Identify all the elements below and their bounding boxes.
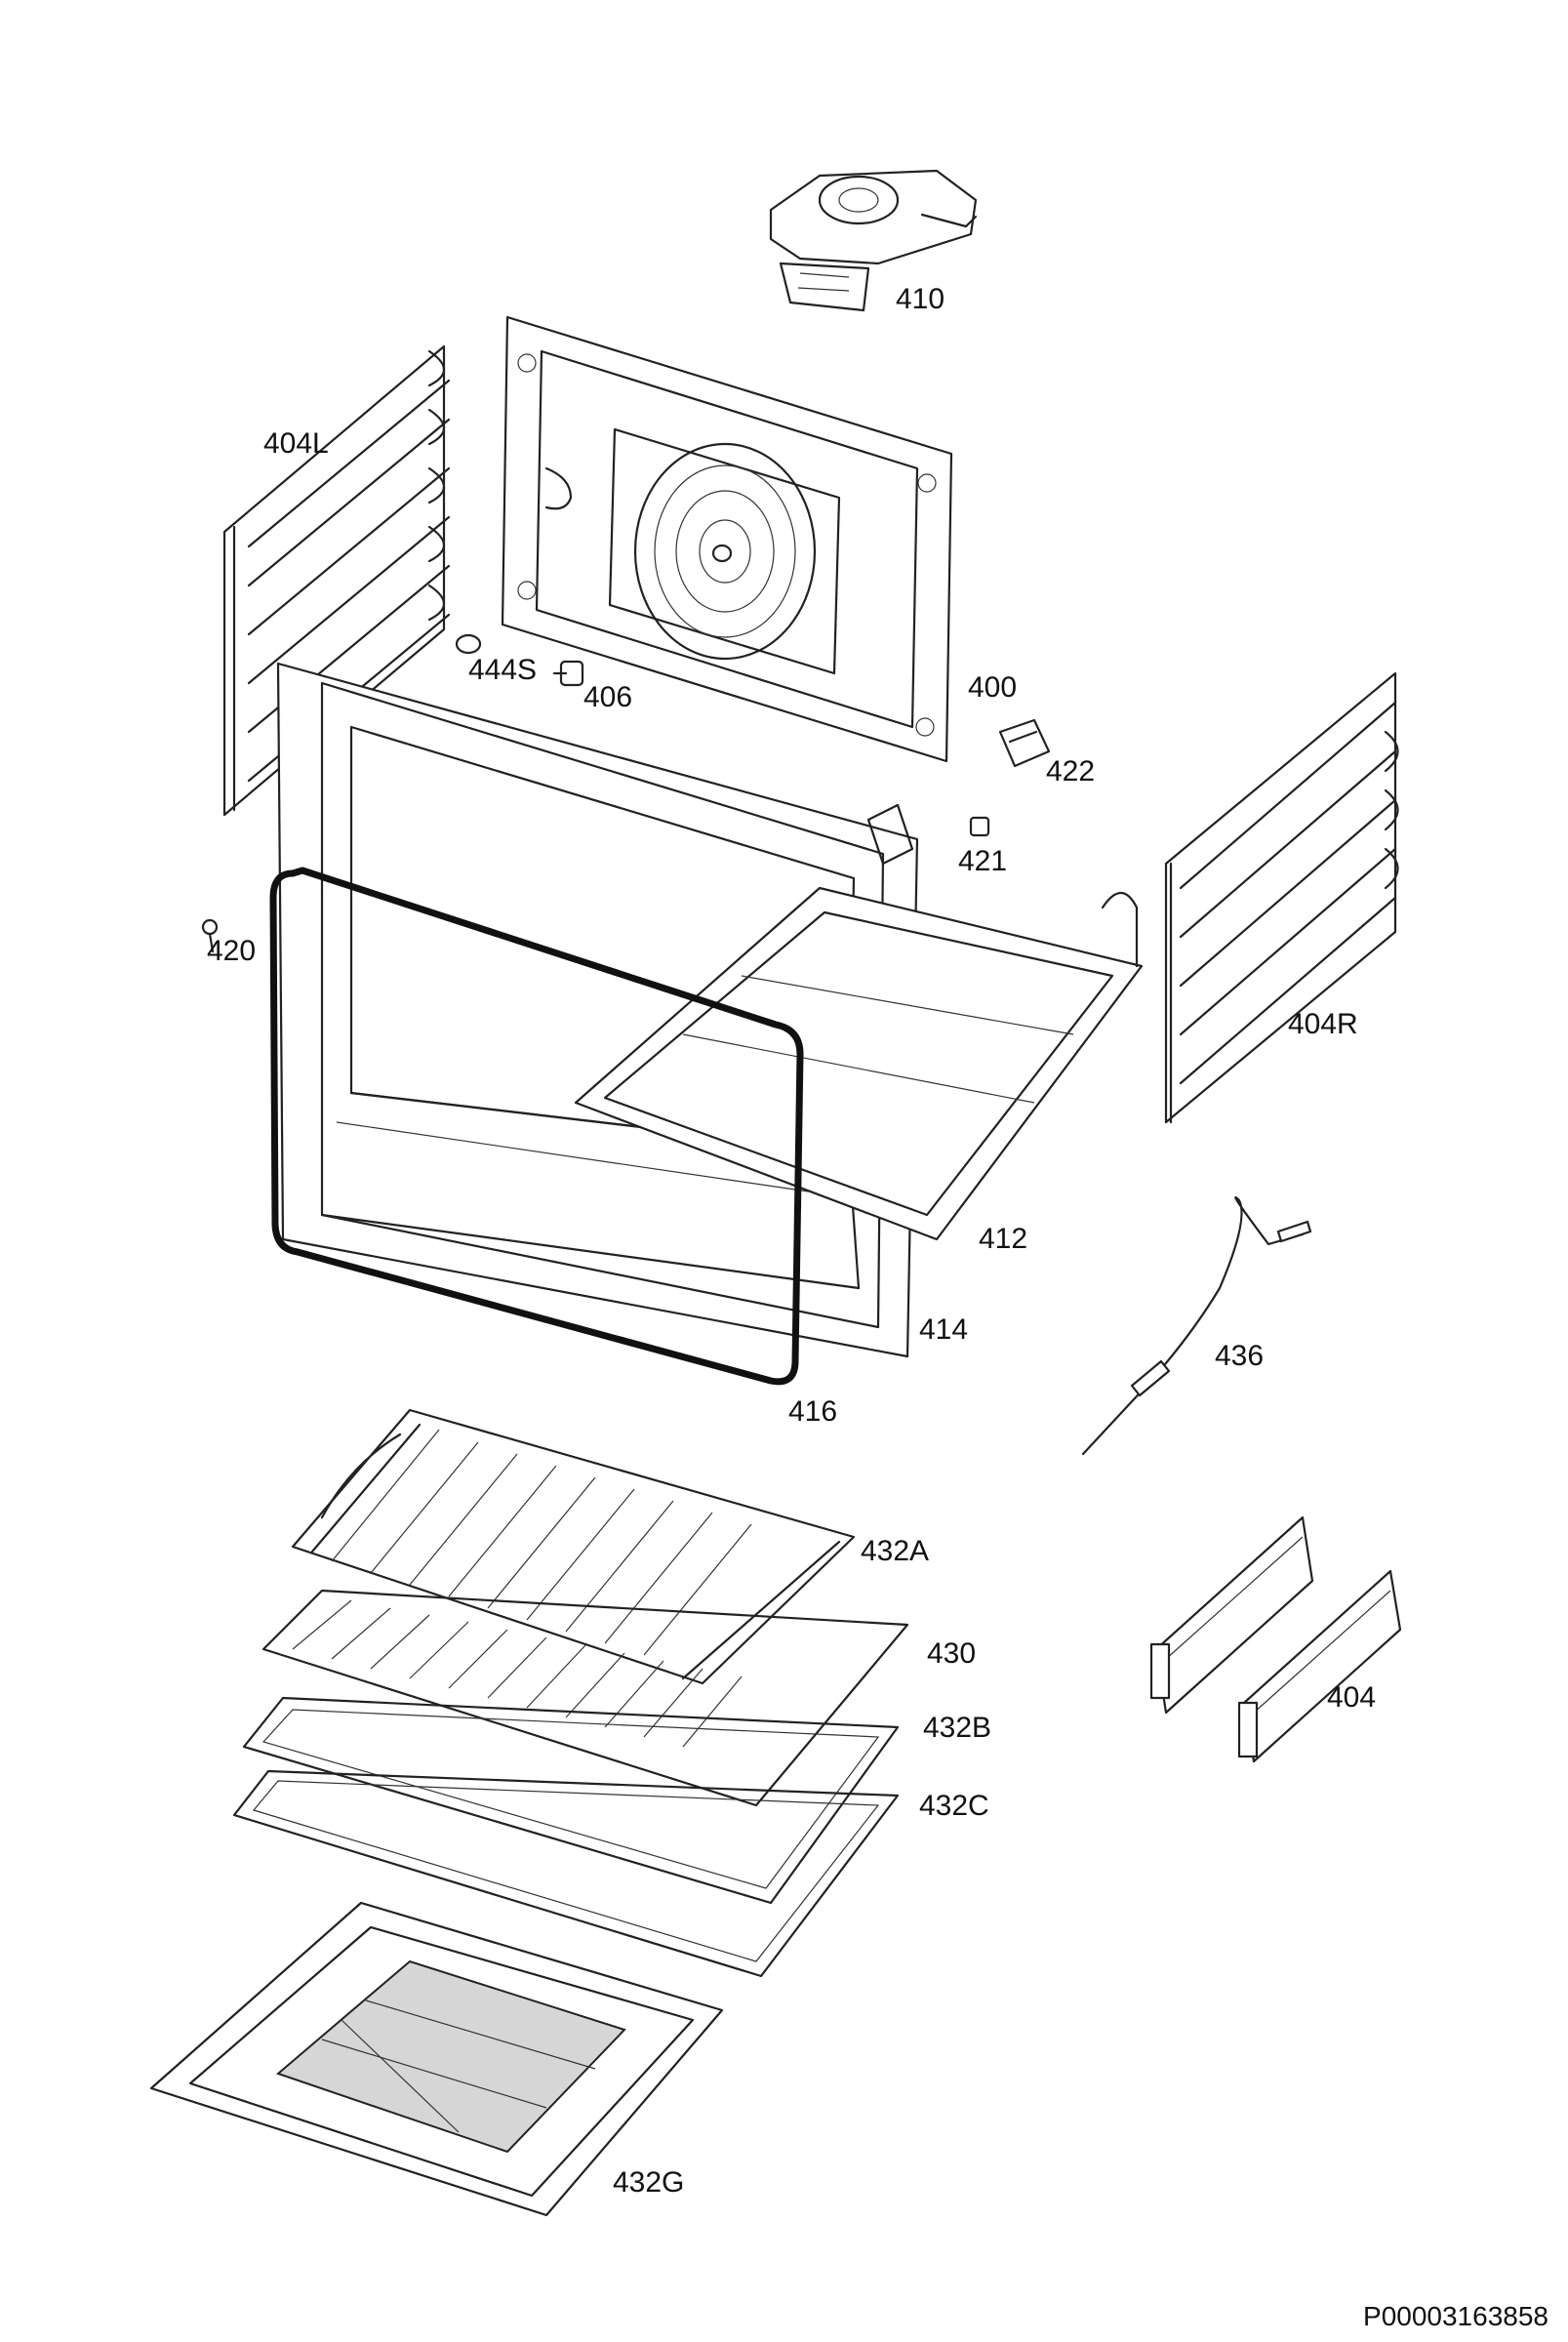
callout-410: 410 xyxy=(896,283,945,315)
lamp-holder-part-422 xyxy=(998,718,1051,768)
door-seal-part-416 xyxy=(269,867,804,1386)
callout-404: 404 xyxy=(1327,1681,1377,1714)
fan-motor-part-410 xyxy=(769,169,978,312)
callout-420: 420 xyxy=(207,935,257,967)
callout-414: 414 xyxy=(919,1313,969,1346)
callout-432A: 432A xyxy=(861,1535,930,1567)
callout-404R: 404R xyxy=(1288,1008,1358,1040)
callout-412: 412 xyxy=(979,1223,1028,1255)
callout-421: 421 xyxy=(958,845,1008,877)
washer-part-444S xyxy=(455,633,482,655)
callout-432G: 432G xyxy=(613,2166,685,2199)
screw-part-420 xyxy=(201,918,219,953)
grill-rack-part-430 xyxy=(261,1589,909,1807)
lamp-knob-part-406 xyxy=(552,660,584,687)
callout-422: 422 xyxy=(1046,755,1096,787)
telescopic-rails-part-404 xyxy=(1149,1515,1402,1763)
oven-floor-part-412 xyxy=(574,886,1144,1241)
document-number: P00003163858 xyxy=(1363,2301,1548,2331)
callout-432C: 432C xyxy=(919,1790,989,1822)
baking-tray-part-432B xyxy=(242,1696,900,1905)
right-shelf-support-part-404R xyxy=(1164,671,1399,1124)
callout-400: 400 xyxy=(968,671,1018,704)
fitting-part-421 xyxy=(969,816,990,837)
callout-416: 416 xyxy=(788,1395,838,1428)
callout-404L: 404L xyxy=(263,427,329,460)
meat-probe-part-436 xyxy=(1081,1195,1312,1456)
callout-444S: 444S xyxy=(468,654,538,686)
callout-406: 406 xyxy=(583,681,633,713)
wire-shelf-part-432A xyxy=(291,1408,856,1685)
callout-432B: 432B xyxy=(923,1712,992,1744)
baking-tray-part-432C xyxy=(232,1769,900,1978)
deep-pan-part-432G xyxy=(149,1901,724,2217)
back-panel-part-400 xyxy=(501,315,953,763)
callout-436: 436 xyxy=(1215,1340,1265,1372)
oven-cavity-frame-part-414 xyxy=(276,662,919,1358)
callout-430: 430 xyxy=(927,1637,977,1670)
